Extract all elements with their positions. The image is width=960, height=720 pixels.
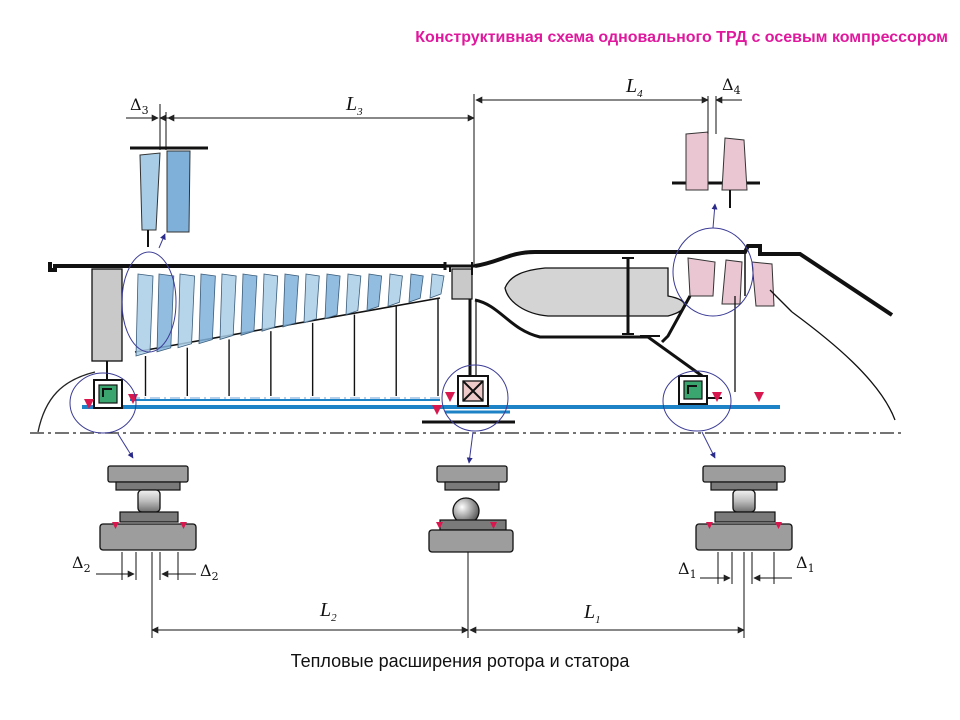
- compressor-blade: [135, 273, 154, 357]
- dimension-lines: [96, 94, 792, 638]
- compressor-blade: [324, 273, 341, 320]
- compressor-blade: [240, 273, 258, 336]
- dim-label-L3: L3: [345, 93, 363, 118]
- compressor-disc-spokes: [144, 298, 439, 396]
- dim-label-L2: L2: [319, 599, 337, 624]
- front-frame-strut: [91, 268, 123, 362]
- scale-callouts: [69, 203, 754, 464]
- dim-label-delta3: Δ3: [130, 95, 149, 117]
- middle-ball-bearing: [457, 375, 489, 407]
- thermal-markers: [84, 392, 764, 415]
- ball-bearing-detail: [428, 465, 514, 553]
- combustion-chamber: [449, 244, 894, 388]
- compressor-blade: [387, 273, 403, 307]
- dim-label-delta1-right: Δ1: [796, 553, 815, 575]
- compressor-blade: [156, 273, 175, 353]
- dim-label-delta2-right: Δ2: [200, 561, 219, 583]
- dim-label-L1: L1: [583, 601, 601, 626]
- roller-bearing-detail-left: [99, 465, 197, 551]
- rear-roller-bearing: [678, 375, 722, 405]
- dim-label-L4: L4: [625, 75, 643, 100]
- compressor-blade: [345, 273, 362, 316]
- compressor-blade: [219, 273, 237, 340]
- compressor-blade: [303, 273, 320, 324]
- turbine-blade-detail: [672, 131, 760, 208]
- compressor-blade-rows: [135, 273, 445, 357]
- compressor-blade: [429, 273, 445, 299]
- compressor-blade: [408, 273, 424, 303]
- dim-label-delta2-left: Δ2: [72, 553, 91, 575]
- roller-bearing-detail-right: [695, 465, 793, 551]
- front-support-contour: [37, 371, 96, 433]
- compressor-blade: [261, 273, 279, 332]
- front-roller-bearing: [93, 379, 123, 409]
- dim-label-delta4: Δ4: [722, 75, 741, 97]
- compressor-blade: [198, 273, 216, 345]
- compressor-blade: [177, 273, 195, 349]
- rotor-shaft: [82, 397, 780, 424]
- dim-label-delta1-left: Δ1: [678, 559, 697, 581]
- compressor-blade: [282, 273, 299, 328]
- compressor-blade-detail: [130, 146, 208, 247]
- diagram-caption: Тепловые расширения ротора и статора: [290, 651, 630, 671]
- compressor-blade: [366, 273, 383, 311]
- diagram-title: Конструктивная схема одновального ТРД с …: [415, 29, 948, 46]
